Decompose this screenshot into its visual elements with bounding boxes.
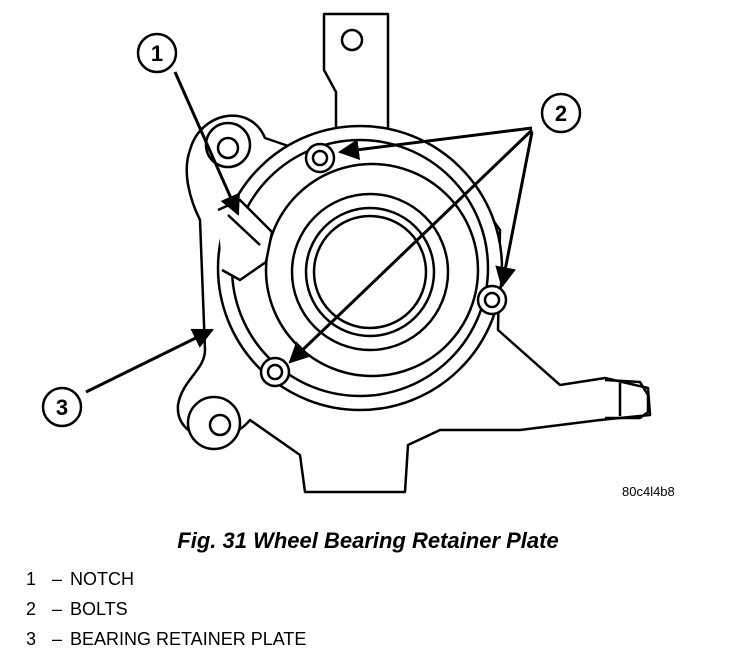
legend-num: 1 <box>26 569 37 589</box>
legend-label: BEARING RETAINER PLATE <box>70 629 307 649</box>
leader-2c <box>288 128 534 364</box>
legend-item: 3–BEARING RETAINER PLATE <box>26 626 306 656</box>
leader-3 <box>85 328 214 394</box>
legend-sep: – <box>51 599 62 619</box>
legend-label: NOTCH <box>70 569 134 589</box>
svg-text:1: 1 <box>151 41 163 66</box>
svg-text:2: 2 <box>555 101 567 126</box>
legend-item: 1–NOTCH <box>26 566 306 596</box>
upper-arm <box>322 12 390 140</box>
bolt <box>476 284 508 316</box>
bolt <box>259 356 291 388</box>
leader-1 <box>173 71 240 216</box>
legend: 1–NOTCH 2–BOLTS 3–BEARING RETAINER PLATE <box>26 566 306 656</box>
figure-caption: Fig. 31 Wheel Bearing Retainer Plate <box>177 528 559 553</box>
callout-2: 2 <box>540 92 582 134</box>
legend-num: 3 <box>26 629 37 649</box>
callout-1: 1 <box>136 32 178 74</box>
bolt <box>304 142 336 174</box>
svg-text:3: 3 <box>56 395 68 420</box>
legend-sep: – <box>51 569 62 589</box>
legend-num: 2 <box>26 599 37 619</box>
legend-sep: – <box>51 629 62 649</box>
figure-ref-code: 80c4l4b8 <box>622 484 675 499</box>
leader-2b <box>495 131 534 289</box>
legend-label: BOLTS <box>70 599 128 619</box>
knuckle-diagram: 1 2 3 <box>41 12 652 494</box>
legend-item: 2–BOLTS <box>26 596 306 626</box>
leader-2a <box>337 126 533 161</box>
callout-3: 3 <box>41 386 83 428</box>
